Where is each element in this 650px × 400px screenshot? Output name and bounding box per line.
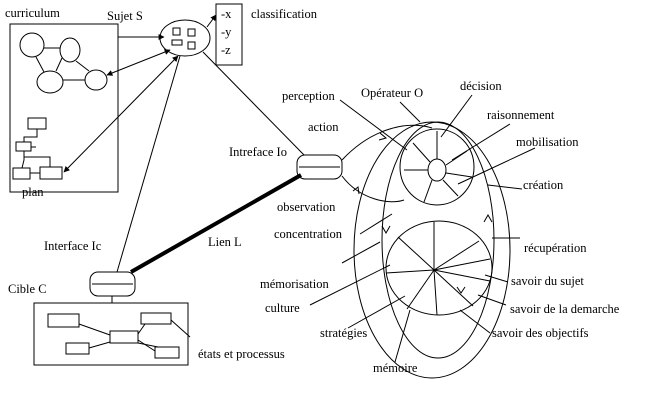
- curriculum-edge: [35, 56, 45, 73]
- leader-creation: [487, 184, 523, 190]
- strategies-label: stratégies: [320, 326, 367, 340]
- processing-spokes: [404, 131, 473, 203]
- leader-savoir-demarche: [477, 294, 507, 306]
- sujet-label: Sujet S: [107, 9, 143, 23]
- cible-node: [65, 342, 90, 355]
- plan-node: [39, 166, 63, 180]
- classification-label: classification: [251, 7, 318, 21]
- lien-label: Lien L: [208, 235, 242, 249]
- loop-arrow: [378, 132, 388, 141]
- sujet-square: [187, 28, 196, 37]
- savoir-demarche-label: savoir de la demarche: [510, 302, 620, 316]
- sujet-square: [171, 39, 183, 46]
- axis-x-label: -x: [221, 7, 232, 21]
- recuperation-label: récupération: [524, 241, 587, 255]
- cible-label: Cible C: [8, 282, 47, 296]
- lien-l-line: [130, 173, 302, 274]
- loop-arrow: [381, 225, 391, 235]
- interface-io-label: Intreface Io: [229, 145, 287, 159]
- leader-concentration: [359, 213, 393, 235]
- savoir-sujet-label: savoir du sujet: [511, 274, 584, 288]
- cible-edge: [137, 339, 156, 352]
- plan-node: [27, 117, 47, 130]
- cible-node: [154, 346, 180, 359]
- cible-node: [109, 330, 139, 344]
- perception-label: perception: [282, 89, 336, 103]
- operateur-outer-ellipse: [353, 121, 511, 379]
- cible-node: [140, 312, 172, 325]
- cible-node: [47, 313, 80, 328]
- plan-edge: [23, 129, 38, 142]
- plan-node: [15, 141, 32, 152]
- curriculum-edge: [55, 57, 63, 72]
- memory-circle: [385, 220, 493, 316]
- savoir-objectifs-label: savoir des objectifs: [492, 326, 589, 340]
- leader-memoire: [394, 309, 411, 363]
- concentration-label: concentration: [274, 227, 343, 241]
- leader-strategies: [347, 295, 406, 329]
- creation-label: création: [523, 178, 564, 192]
- processing-core: [427, 158, 447, 182]
- observation-label: observation: [277, 200, 336, 214]
- leader-culture: [309, 264, 391, 306]
- curriculum-node: [36, 70, 64, 94]
- sujet-plan-arrow: [63, 55, 179, 173]
- axis-z-label: -z: [221, 43, 231, 57]
- operateur-inner-ellipse: [381, 121, 495, 359]
- curriculum-label: curriculum: [5, 6, 60, 20]
- axis-y-label: -y: [221, 25, 232, 39]
- decision-label: décision: [460, 79, 502, 93]
- cible-edge: [137, 342, 159, 348]
- memory-spokes: [385, 222, 491, 316]
- curriculum-box: [9, 23, 119, 193]
- loop-arrow: [483, 213, 493, 223]
- leader-savoir-objectifs: [459, 309, 491, 334]
- loop-arrow: [352, 186, 360, 195]
- leader-mobilisation: [457, 147, 536, 185]
- memoire-label: mémoire: [373, 361, 418, 375]
- cible-edge: [170, 319, 191, 338]
- sujet-square: [187, 41, 196, 50]
- leader-raisonnement: [451, 123, 511, 161]
- leader-perception: [339, 99, 408, 151]
- cible-edge: [137, 323, 146, 335]
- leader-decision: [440, 94, 473, 138]
- curriculum-node: [19, 32, 45, 58]
- io-to-operator-bottom: [341, 175, 405, 203]
- sujet-interface-ic-link: [116, 55, 181, 273]
- processing-circle: [399, 128, 475, 206]
- io-to-operator-top: [341, 124, 433, 161]
- plan-node: [12, 167, 31, 180]
- plan-edge: [21, 151, 25, 169]
- leader-memorisation: [341, 241, 381, 264]
- cible-edge: [78, 323, 111, 336]
- operateur-label: Opérateur O: [361, 86, 423, 100]
- etats-processus-label: états et processus: [198, 347, 285, 361]
- interface-ic-label: Interface Ic: [44, 239, 102, 253]
- plan-edge: [24, 156, 51, 167]
- classification-box: [215, 3, 243, 66]
- raisonnement-label: raisonnement: [487, 108, 555, 122]
- leader-savoir-sujet: [484, 274, 509, 283]
- culture-label: culture: [265, 301, 300, 315]
- sujet-classification-arrow: [206, 14, 217, 28]
- sujet-interface-io-link: [202, 51, 306, 157]
- memorisation-label: mémorisation: [260, 277, 329, 291]
- plan-label: plan: [22, 185, 44, 199]
- mobilisation-label: mobilisation: [516, 135, 579, 149]
- leader-operateur: [399, 101, 421, 123]
- action-label: action: [308, 120, 339, 134]
- sujet-square: [172, 27, 181, 36]
- loop-arrow: [456, 286, 466, 294]
- cible-edge: [88, 341, 111, 349]
